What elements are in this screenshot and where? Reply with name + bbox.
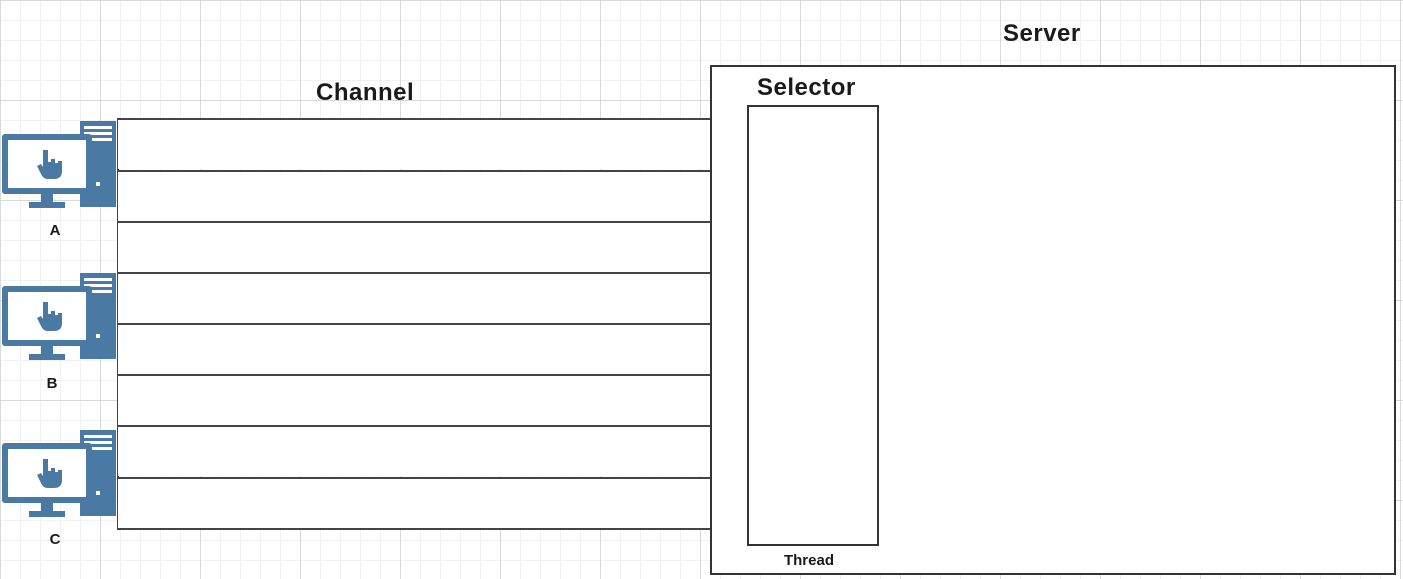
channel-lane [118,170,710,221]
channel-lane [118,221,710,272]
client-label-c: C [49,531,61,548]
server-label: Server [1003,20,1081,47]
channel-lane [118,118,710,169]
channel-lane [118,272,710,323]
selector-box [747,105,879,546]
computer-icon [2,427,120,522]
thread-label: Thread [783,552,834,569]
computer-icon [2,118,120,213]
selector-label: Selector [757,74,856,101]
client-label-b: B [46,375,58,392]
client-label-a: A [49,222,61,239]
channel-lane [118,477,710,528]
channel-lane [118,425,710,476]
channel-lane [118,323,710,374]
channel-bottom-edge [118,528,710,530]
channel-label: Channel [316,79,415,106]
computer-icon [2,270,120,365]
channel-lane [118,374,710,425]
